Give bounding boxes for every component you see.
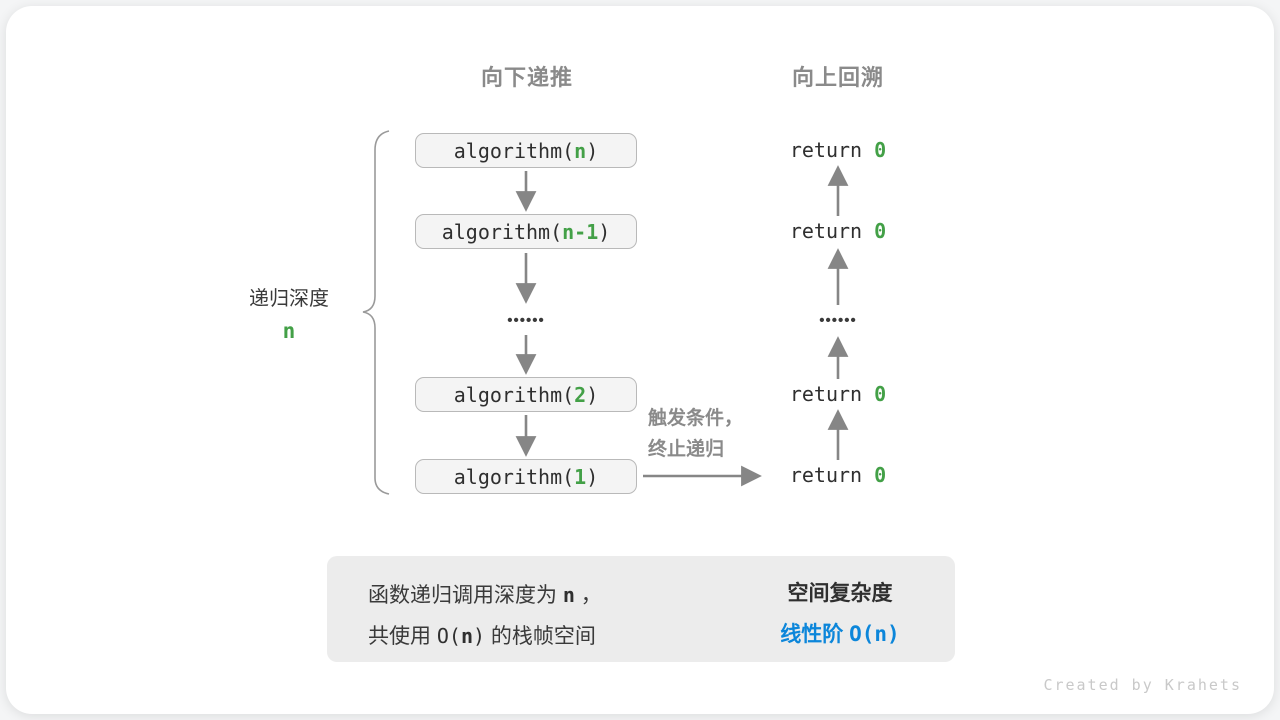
- header-upward-backtrack: 向上回溯: [791, 65, 884, 90]
- depth-label: 递归深度: [249, 288, 329, 310]
- summary-line2: 共使用 O(n) 的栈帧空间: [368, 624, 596, 648]
- base-case-note-line2: 终止递归: [648, 439, 725, 460]
- ellipsis-right: ••••••: [819, 312, 857, 329]
- call-box-n: algorithm(n): [415, 133, 637, 168]
- call-box-n-1: algorithm(n-1): [415, 214, 637, 249]
- space-complexity-title: 空间复杂度: [787, 582, 893, 605]
- summary-line1: 函数递归调用深度为 n ，: [368, 583, 602, 607]
- depth-value: n: [282, 319, 296, 343]
- ellipsis-left: ••••••: [507, 312, 545, 329]
- call-box-2: algorithm(2): [415, 377, 637, 412]
- summary-panel: [327, 556, 955, 662]
- base-case-note: 触发条件， 终止递归: [648, 403, 778, 465]
- depth-brace: [362, 130, 390, 495]
- call-box-1: algorithm(1): [415, 459, 637, 494]
- base-case-note-line1: 触发条件，: [648, 408, 744, 429]
- watermark: Created by Krahets: [1043, 676, 1242, 694]
- header-downward-recursion: 向下递推: [480, 65, 573, 90]
- space-complexity-value: 线性阶 O(n): [780, 622, 900, 646]
